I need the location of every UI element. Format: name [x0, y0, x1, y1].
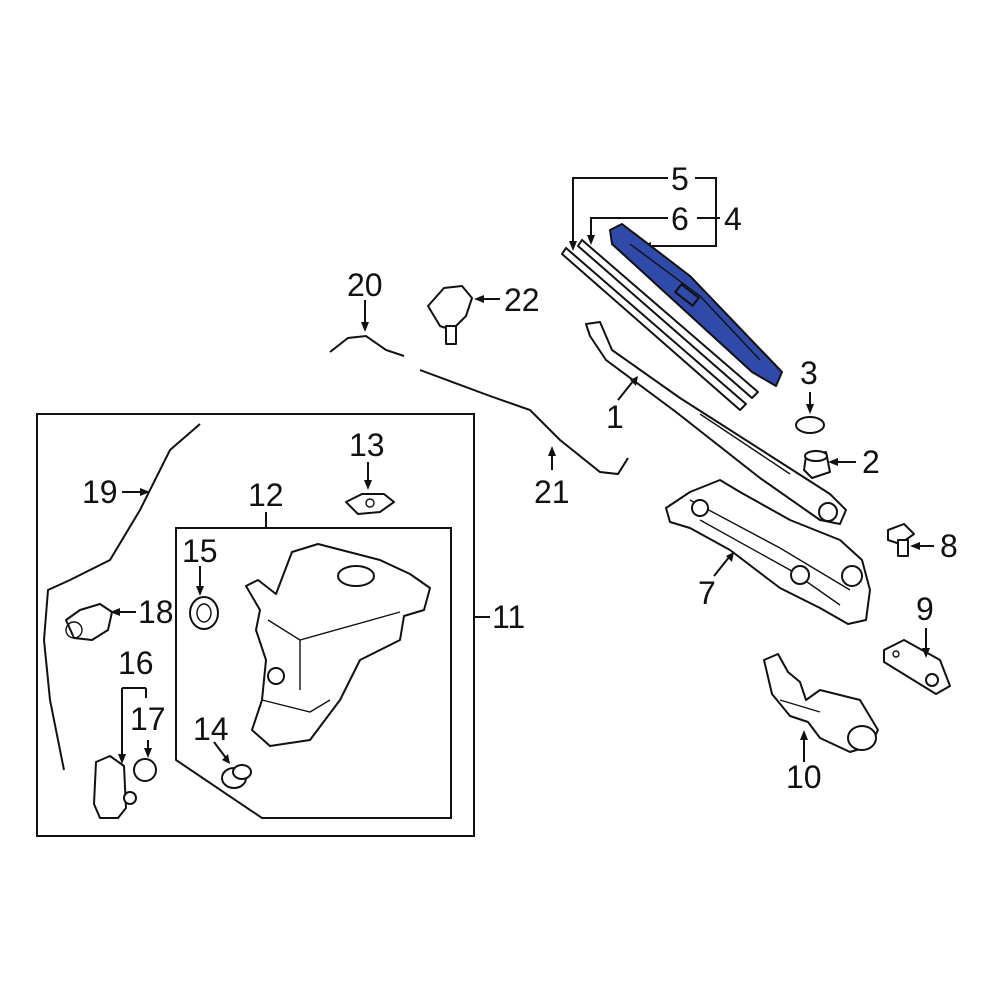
wiper-arm: [585, 321, 847, 525]
washer-reservoir: [245, 543, 431, 747]
callout-12: 12: [248, 477, 284, 513]
callout-9: 9: [916, 591, 934, 627]
blade-leaders: [569, 177, 720, 251]
callout-8: 8: [940, 528, 958, 564]
linkage-bracket: [883, 639, 951, 695]
pivot-cap-seal: [795, 416, 825, 434]
callout-16: 16: [118, 645, 154, 681]
washer-hose-upper: [419, 369, 629, 476]
reservoir-plug: [221, 764, 252, 789]
callout-19: 19: [82, 474, 118, 510]
pump-grommet-inner: [196, 603, 212, 623]
wiper-refill-strips: [561, 239, 759, 411]
callout-13: 13: [349, 427, 385, 463]
callout-21: 21: [534, 474, 570, 510]
mounting-bolt: [887, 523, 915, 557]
wiper-blade-highlighted: [609, 223, 783, 387]
callout-1: 1: [606, 399, 624, 435]
callout-22: 22: [504, 282, 540, 318]
washer-nozzle: [427, 285, 473, 345]
callout-18: 18: [138, 594, 174, 630]
leader-lines: [110, 295, 934, 764]
callout-4: 4: [724, 201, 742, 237]
reservoir-kit-box: [36, 413, 475, 837]
callout-20: 20: [347, 267, 383, 303]
washer-pump: [93, 755, 137, 819]
callout-15: 15: [182, 533, 218, 569]
callout-2: 2: [862, 444, 880, 480]
pivot-nut: [803, 450, 831, 479]
callout-3: 3: [800, 355, 818, 391]
pump-grommet: [189, 596, 219, 630]
wiper-motor: [763, 653, 879, 753]
callout-7: 7: [698, 575, 716, 611]
callout-5: 5: [671, 161, 689, 197]
callout-14: 14: [193, 711, 229, 747]
reservoir-subkit-box: [175, 527, 452, 819]
hose-clip: [329, 334, 405, 357]
callout-10: 10: [786, 759, 822, 795]
callout-labels: 1 2 3 4 5 6 7 8 9 10 11 12 13 14 15 16 1…: [82, 161, 958, 795]
callout-11: 11: [492, 599, 525, 635]
washer-hose-long: [42, 423, 201, 771]
callout-17: 17: [130, 701, 166, 737]
reservoir-cap: [345, 493, 395, 515]
wiper-linkage: [665, 479, 871, 625]
callout-6: 6: [671, 201, 689, 237]
pump-filter: [133, 758, 157, 782]
pump-connector: [65, 603, 113, 641]
